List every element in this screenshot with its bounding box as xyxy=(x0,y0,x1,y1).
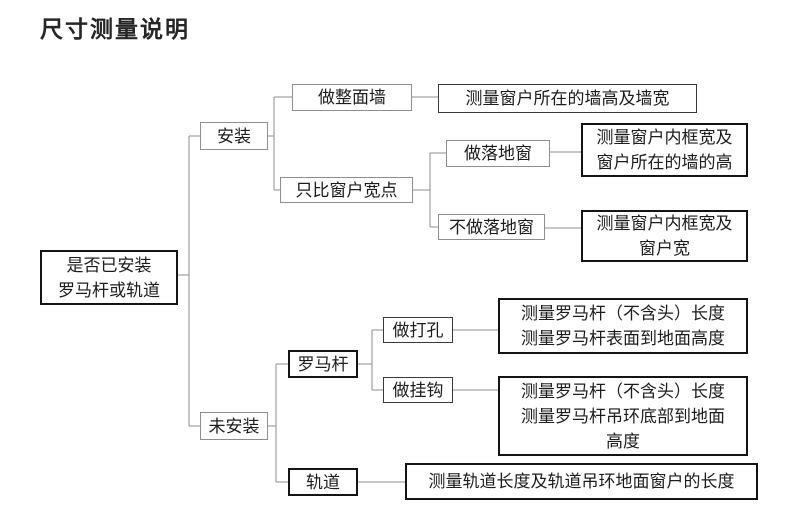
node-track-result: 测量轨道长度及轨道吊环地面窗户的长度 xyxy=(405,463,758,500)
node-installed: 安装 xyxy=(200,122,268,150)
node-slightly-wider: 只比窗户宽点 xyxy=(280,177,413,203)
node-roman-rod: 罗马杆 xyxy=(288,350,358,378)
node-label: 测量罗马杆吊环底部到地面 xyxy=(521,406,725,426)
node-label: 窗户所在的墙的高 xyxy=(596,153,733,172)
node-label: 测量窗户所在的墙高及墙宽 xyxy=(465,89,670,108)
node-label: 测量轨道长度及轨道吊环地面窗户的长度 xyxy=(428,472,735,491)
node-no-floor-window: 不做落地窗 xyxy=(438,214,545,240)
node-not-installed: 未安装 xyxy=(200,412,268,440)
node-label: 测量窗户内框宽及 xyxy=(596,214,733,233)
node-label: 是否已安装 xyxy=(66,255,152,275)
node-full-wall: 做整面墙 xyxy=(292,84,412,111)
node-full-wall-result: 测量窗户所在的墙高及墙宽 xyxy=(438,84,697,113)
node-label: 罗马杆或轨道 xyxy=(58,280,160,300)
node-label: 测量罗马杆（不含头）长度 xyxy=(521,304,725,323)
node-label: 只比窗户宽点 xyxy=(295,180,398,200)
node-floor-window: 做落地窗 xyxy=(446,140,550,167)
node-label: 未安装 xyxy=(208,416,260,436)
node-label: 做整面墙 xyxy=(318,88,386,107)
node-label: 窗户宽 xyxy=(639,239,690,258)
node-root: 是否已安装 罗马杆或轨道 xyxy=(40,250,178,305)
node-drill-result: 测量罗马杆（不含头）长度 测量罗马杆表面到地面高度 xyxy=(498,298,748,354)
node-label: 做落地窗 xyxy=(464,144,532,163)
node-hook-result: 测量罗马杆（不含头）长度 测量罗马杆吊环底部到地面 高度 xyxy=(498,376,748,456)
node-track: 轨道 xyxy=(288,468,358,496)
node-label: 做打孔 xyxy=(392,320,444,340)
node-label: 罗马杆 xyxy=(297,354,349,374)
node-label: 不做落地窗 xyxy=(449,217,534,237)
node-drill: 做打孔 xyxy=(383,317,453,343)
node-floor-window-result: 测量窗户内框宽及 窗户所在的墙的高 xyxy=(581,123,748,177)
node-hook: 做挂钩 xyxy=(383,377,453,403)
page-title: 尺寸测量说明 xyxy=(40,16,190,42)
node-no-floor-window-result: 测量窗户内框宽及 窗户宽 xyxy=(581,210,748,262)
node-label: 测量窗户内框宽及 xyxy=(596,128,733,147)
node-label: 做挂钩 xyxy=(392,380,444,400)
node-label: 轨道 xyxy=(306,472,340,492)
node-label: 安装 xyxy=(217,126,251,146)
node-label: 测量罗马杆表面到地面高度 xyxy=(521,329,725,348)
node-label: 测量罗马杆（不含头）长度 xyxy=(521,381,725,401)
node-label: 高度 xyxy=(606,431,640,451)
